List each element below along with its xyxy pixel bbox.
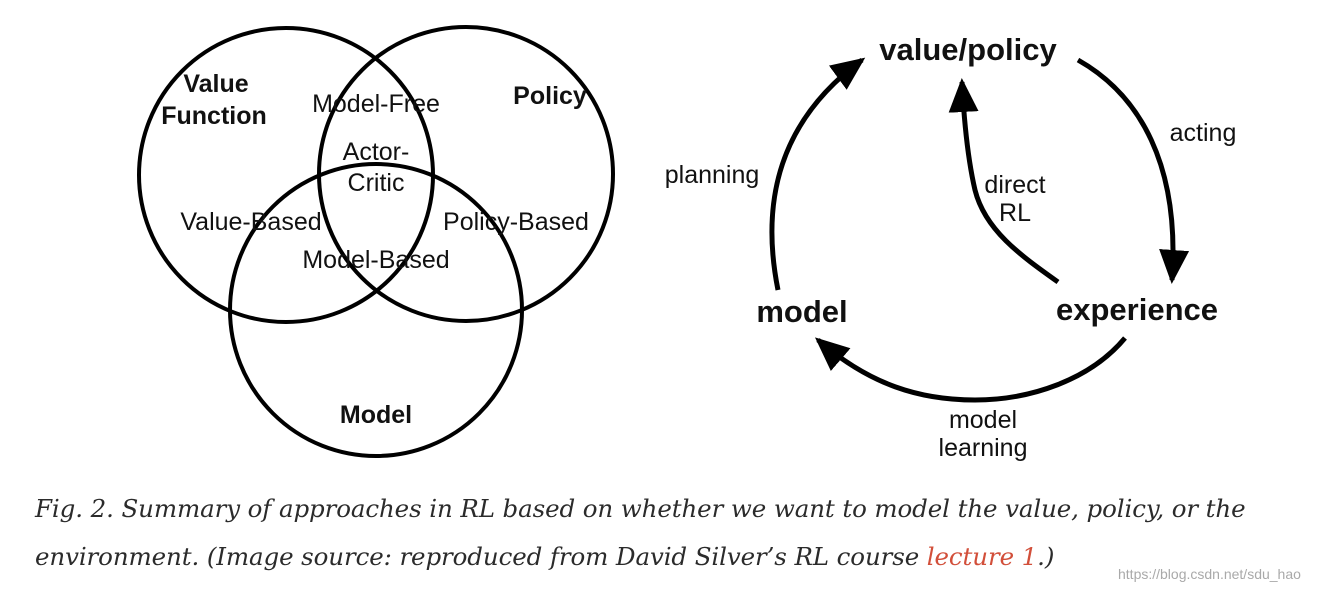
model-learning-label: model xyxy=(949,406,1017,434)
direct-rl-label: direct xyxy=(984,171,1045,199)
value-function-label: Value xyxy=(183,70,248,98)
venn-diagram: Value Function Policy Model Model-Free A… xyxy=(137,25,615,458)
acting-arrow xyxy=(1076,57,1190,284)
model-free-label: Model-Free xyxy=(312,90,440,118)
policy-based-label: Policy-Based xyxy=(443,208,589,236)
model-circle xyxy=(228,162,524,458)
model-label: Model xyxy=(340,401,412,429)
diagram-image: Value Function Policy Model Model-Free A… xyxy=(35,0,1288,478)
model-node: model xyxy=(756,294,847,329)
value-function-label-2: Function xyxy=(161,102,267,130)
rl-cycle-diagram: value/policy experience model acting pla… xyxy=(665,32,1237,462)
actor-critic-label-2: Critic xyxy=(348,169,405,197)
model-learning-arrow xyxy=(814,336,1127,403)
caption-text: Fig. 2. Summary of approaches in RL base… xyxy=(35,494,1246,571)
actor-critic-label: Actor- xyxy=(343,138,410,166)
experience-node: experience xyxy=(1056,292,1218,327)
figure-caption: Fig. 2. Summary of approaches in RL base… xyxy=(35,485,1300,581)
acting-label: acting xyxy=(1170,119,1237,147)
direct-rl-label-2: RL xyxy=(999,199,1031,227)
value-policy-node: value/policy xyxy=(879,32,1057,67)
watermark: https://blog.csdn.net/sdu_hao xyxy=(1118,566,1301,582)
caption-end: .) xyxy=(1037,542,1055,571)
planning-arrow xyxy=(769,57,866,291)
policy-label: Policy xyxy=(513,82,587,110)
direct-rl-arrow xyxy=(948,78,1060,285)
model-based-label: Model-Based xyxy=(302,246,449,274)
model-learning-label-2: learning xyxy=(939,434,1028,462)
lecture-link[interactable]: lecture 1 xyxy=(926,542,1038,571)
value-based-label: Value-Based xyxy=(180,208,321,236)
planning-label: planning xyxy=(665,161,760,189)
